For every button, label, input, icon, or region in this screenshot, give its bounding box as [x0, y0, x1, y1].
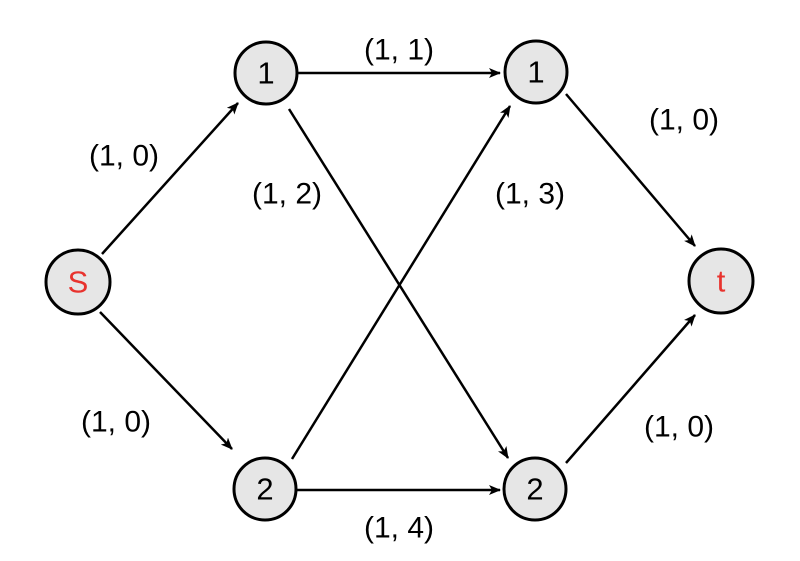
- edge-label-s-a2: (1, 0): [81, 406, 151, 439]
- node-t: t: [687, 247, 755, 315]
- node-s: S: [44, 248, 112, 316]
- node-a1-circle: [233, 40, 299, 106]
- nodes-layer: S 1 2 1 2 t: [44, 39, 755, 522]
- edge-labels-layer: (1, 0) (1, 0) (1, 1) (1, 2) (1, 3) (1, 4…: [81, 34, 719, 545]
- node-b1-label: 1: [527, 55, 544, 90]
- edge-a2-b1: [290, 105, 512, 460]
- edge-label-b1-t: (1, 0): [649, 104, 719, 137]
- edge-b1-t: [565, 93, 696, 247]
- node-s-circle: [44, 248, 112, 316]
- node-a2-circle: [232, 456, 298, 522]
- edge-b2-t: [565, 314, 696, 464]
- node-t-circle: [687, 247, 755, 315]
- node-a1: 1: [233, 40, 299, 106]
- node-a2-label: 2: [256, 472, 273, 507]
- edge-label-a2-b2: (1, 4): [364, 512, 434, 545]
- edge-label-b2-t: (1, 0): [644, 411, 714, 444]
- edges-layer: [99, 68, 696, 495]
- edge-label-a2-b1: (1, 3): [495, 178, 565, 211]
- edge-s-a1: [101, 102, 239, 255]
- node-a2: 2: [232, 456, 298, 522]
- node-b2-label: 2: [526, 472, 543, 507]
- edge-label-s-a1: (1, 0): [89, 140, 159, 173]
- node-a1-label: 1: [257, 56, 274, 91]
- node-b1-circle: [503, 39, 569, 105]
- node-b2: 2: [502, 456, 568, 522]
- edge-a1-b2: [287, 108, 510, 459]
- node-s-label: S: [68, 265, 89, 300]
- edge-label-a1-b1: (1, 1): [364, 34, 434, 67]
- node-b2-circle: [502, 456, 568, 522]
- node-b1: 1: [503, 39, 569, 105]
- node-t-label: t: [717, 264, 726, 299]
- edge-s-a2: [99, 311, 233, 450]
- edge-label-a1-b2: (1, 2): [252, 178, 322, 211]
